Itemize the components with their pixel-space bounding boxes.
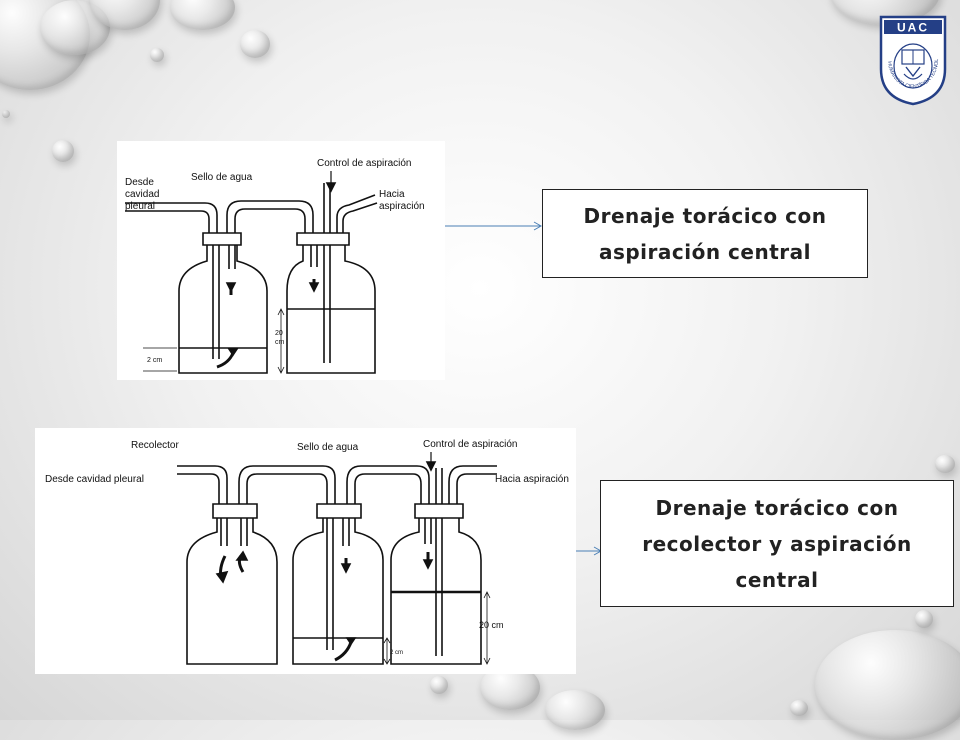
label-2cm: 2 cm (147, 357, 162, 364)
caption-collector-suction: Drenaje torácico con recolector y aspira… (600, 480, 954, 607)
logo-acronym: UAC (897, 21, 929, 35)
caption2-line1: Drenaje torácico con (655, 495, 899, 520)
caption1-line1: Drenaje torácico con (583, 203, 827, 228)
label-suction-control: Control de aspiración (423, 439, 518, 450)
water-drop (150, 48, 164, 62)
water-drop (915, 610, 933, 628)
caption-central-suction: Drenaje torácico con aspiración central (542, 189, 868, 278)
diagram-collector-suction: Recolector Desde cavidad pleural Sello d… (35, 428, 576, 674)
caption1-line2: aspiración central (598, 239, 811, 264)
diagram-central-suction: Desde cavidad pleural Sello de agua Cont… (117, 141, 445, 380)
label-to-suction-line2: aspiración (379, 201, 425, 212)
label-to-suction: Hacia aspiración (495, 474, 569, 485)
label-20cm-line1: 20 (275, 330, 283, 337)
water-drop (935, 455, 955, 473)
university-logo: UAC HUMANISTA CIENTÍFICA TECNOLÓGICA (876, 9, 948, 106)
water-drop (2, 110, 10, 118)
label-source-line3: pleural (125, 201, 155, 212)
water-drop (52, 140, 74, 162)
connector-arrows (445, 221, 603, 556)
caption2-line3: central (735, 567, 819, 592)
label-to-suction-line1: Hacia (379, 189, 405, 200)
caption2-line2: recolector y aspiración (642, 531, 912, 556)
label-source-line1: Desde (125, 177, 154, 188)
water-drop (430, 676, 448, 694)
water-drop (790, 700, 808, 716)
label-source: Desde cavidad pleural (45, 474, 144, 485)
label-source-line2: cavidad (125, 189, 159, 200)
water-drop (240, 30, 270, 58)
connector-arrowhead-1 (533, 221, 543, 231)
label-2cm: 2 cm (390, 650, 403, 656)
label-20cm: 20 cm (479, 620, 504, 630)
label-collector: Recolector (131, 440, 179, 451)
label-water-seal: Sello de agua (297, 442, 359, 453)
label-suction-control: Control de aspiración (317, 158, 412, 169)
label-water-seal: Sello de agua (191, 172, 253, 183)
label-20cm-line2: cm (275, 339, 285, 346)
